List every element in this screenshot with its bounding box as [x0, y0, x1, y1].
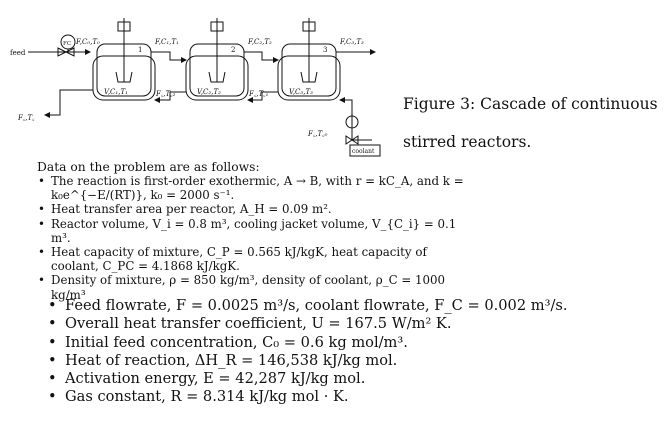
problem-data-list: The reaction is first-order exothermic, …: [37, 174, 467, 302]
data-intro: Data on the problem are as follows:: [37, 160, 260, 174]
reactor-1-vessel: [92, 18, 156, 101]
reactor-cascade-diagram: feed FC F,C₀,T₀ F,C₁,T₁ F,C₂,T₂ F,C₃,T₃ …: [10, 18, 381, 157]
coolant-inlet-line: [339, 97, 372, 141]
list-item: Initial feed concentration, C₀ = 0.6 kg …: [47, 334, 607, 353]
coolant-label: coolant: [352, 148, 375, 155]
list-item: Heat of reaction, ΔH_R = 146,538 kJ/kg m…: [47, 352, 607, 371]
transfer-line-2-3: [244, 51, 279, 63]
coolant-outlet-line: [44, 89, 93, 118]
list-item: Heat capacity of mixture, C_P = 0.565 kJ…: [37, 245, 467, 273]
reactor-3-vessel: [277, 18, 341, 101]
fc-label: FC: [63, 41, 71, 47]
reactor-3-label: V,C₃,T₃: [289, 88, 313, 96]
reactor-2-vessel: [185, 18, 249, 101]
list-item: Activation energy, E = 42,287 kJ/kg mol.: [47, 370, 607, 389]
list-item: The reaction is first-order exothermic, …: [37, 174, 467, 202]
transfer-line-1-2: [151, 51, 187, 63]
list-item: Reactor volume, V_i = 0.8 m³, cooling ja…: [37, 217, 467, 245]
coolant-box: [349, 144, 381, 157]
coolant-out-label: F꜀,T꜀: [17, 114, 35, 122]
stream-1-label: F,C₁,T₁: [154, 38, 179, 46]
inlet-stream-label: F,C₀,T₀: [75, 38, 100, 46]
figure-caption-line2: stirred reactors.: [403, 133, 532, 151]
coolant-line-2-1: [154, 91, 186, 103]
figure-caption-line1: Figure 3: Cascade of continuous: [403, 95, 658, 113]
parameter-list: Feed flowrate, F = 0.0025 m³/s, coolant …: [47, 297, 607, 407]
reactor-2-label: V,C₂,T₂: [197, 88, 221, 96]
reactor-1-number: 1: [138, 46, 142, 54]
feed-valve-icon: [57, 47, 75, 57]
stream-2-label: F,C₂,T₂: [247, 38, 272, 46]
reactor-3-number: 3: [323, 46, 327, 54]
jacket-1-label: F꜀,T꜀₂: [155, 90, 176, 98]
coolant-valve-icon: [345, 135, 359, 145]
feed-label: feed: [10, 49, 26, 57]
stream-3-label: F,C₃,T₃: [339, 38, 364, 46]
list-item: Feed flowrate, F = 0.0025 m³/s, coolant …: [47, 297, 607, 316]
reactor-1-label: V,C₁,T₁: [104, 88, 128, 96]
jacket-2-label: F꜀,T꜀₁: [248, 90, 269, 98]
list-item: Gas constant, R = 8.314 kJ/kg mol · K.: [47, 388, 607, 407]
coolant-line-3-2: [247, 91, 278, 103]
list-item: Overall heat transfer coefficient, U = 1…: [47, 315, 607, 334]
reactor-2-number: 2: [231, 46, 235, 54]
coolant-in-label: F꜀,T꜀₀: [307, 130, 328, 138]
list-item: Heat transfer area per reactor, A_H = 0.…: [37, 202, 467, 216]
